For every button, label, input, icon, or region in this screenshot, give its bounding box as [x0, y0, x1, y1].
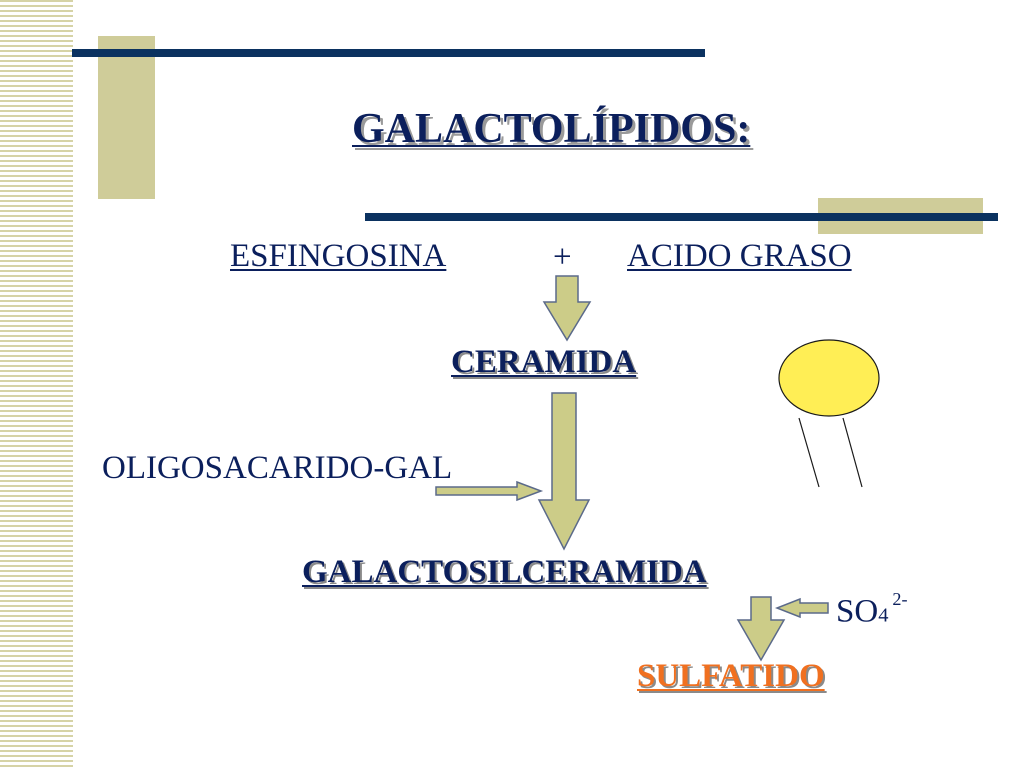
sulfate-base: SO — [836, 593, 879, 630]
arrow-down-1 — [542, 275, 592, 342]
lipid-tail-2 — [842, 417, 863, 488]
sulfate-subscript: 4 — [878, 604, 889, 627]
product-sulfatido: SULFATIDO — [637, 658, 825, 694]
reagent-sulfate: SO42- — [836, 590, 908, 628]
arrow-down-2 — [537, 392, 591, 551]
title-rule — [365, 213, 998, 221]
page-title: GALACTOLÍPIDOS: — [352, 106, 751, 152]
vertical-accent-bar — [98, 36, 155, 199]
plus-sign: + — [553, 239, 572, 275]
striped-side-band — [0, 0, 73, 768]
arrow-right-oligo — [435, 480, 544, 502]
top-rule — [72, 49, 705, 57]
reagent-oligosacarido-gal: OLIGOSACARIDO-GAL — [102, 450, 453, 486]
product-galactosilceramida: GALACTOSILCERAMIDA — [302, 554, 707, 590]
lipid-icon — [778, 339, 880, 488]
lipid-head-icon — [778, 339, 880, 417]
product-ceramida: CERAMIDA — [451, 344, 637, 380]
reactant-esfingosina: ESFINGOSINA — [230, 238, 447, 274]
arrow-down-3 — [736, 596, 786, 662]
arrow-left-sulfate — [774, 597, 829, 619]
reactant-acido-graso: ACIDO GRASO — [627, 238, 852, 274]
sulfate-charge: 2- — [892, 589, 908, 609]
lipid-tail-1 — [798, 417, 820, 488]
